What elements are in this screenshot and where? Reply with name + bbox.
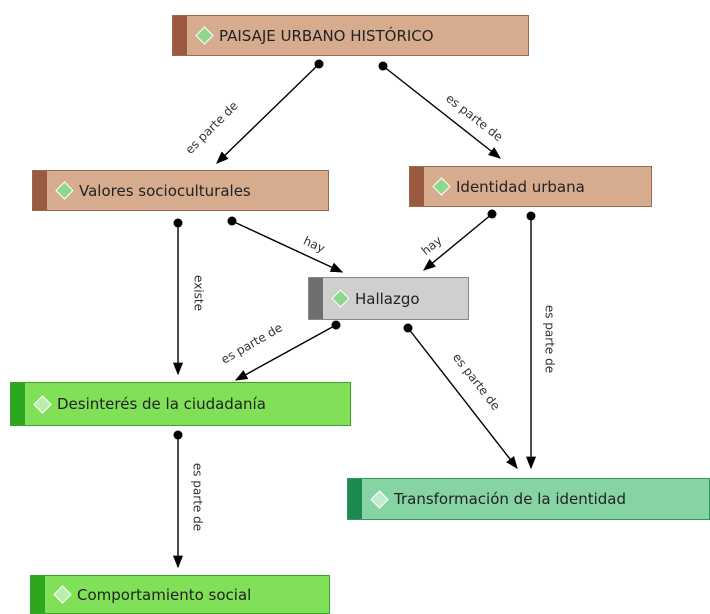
edge-source-dot — [314, 59, 324, 69]
edge-source-dot — [331, 320, 341, 330]
node-label: Transformación de la identidad — [394, 490, 627, 508]
node-bar — [31, 576, 45, 613]
diamond-icon — [33, 394, 52, 414]
node-label: Valores socioculturales — [79, 181, 251, 200]
diamond-icon — [370, 489, 389, 509]
node-label: Desinterés de la ciudadanía — [57, 395, 266, 413]
edge-label: existe — [192, 275, 206, 311]
edge-source-dot — [526, 211, 536, 221]
node-bar — [309, 278, 323, 319]
node-bar — [173, 16, 187, 55]
edge-paisaje-valores — [216, 63, 320, 164]
edge-identidad-hallazgo — [423, 213, 493, 271]
node-bar — [348, 479, 362, 519]
edge-label: es parte de — [450, 350, 503, 412]
edge-source-dot — [487, 209, 497, 219]
edge-source-dot — [227, 216, 237, 226]
diamond-icon — [432, 177, 451, 196]
node-label: Comportamiento social — [77, 585, 252, 604]
edge-label: es parte de — [219, 320, 285, 366]
edge-paisaje-identidad — [382, 65, 501, 159]
edge-label: es parte de — [191, 463, 205, 531]
edge-valores-hallazgo — [231, 220, 344, 273]
node-comportamiento[interactable]: Comportamiento social — [30, 575, 330, 614]
diamond-icon — [195, 26, 214, 45]
diamond-icon — [53, 585, 72, 604]
node-transformacion[interactable]: Transformación de la identidad — [347, 478, 710, 520]
node-label: Identidad urbana — [456, 177, 585, 196]
node-identidad[interactable]: Identidad urbana — [409, 166, 652, 207]
node-bar — [11, 383, 25, 425]
node-hallazgo[interactable]: Hallazgo — [308, 277, 469, 320]
edge-source-dot — [403, 323, 413, 333]
node-paisaje[interactable]: PAISAJE URBANO HISTÓRICO — [172, 15, 529, 56]
node-bar — [33, 171, 47, 210]
edge-label: es parte de — [543, 305, 557, 373]
node-label: Hallazgo — [355, 289, 420, 308]
edge-source-dot — [173, 430, 183, 440]
edge-hallazgo-desinteres — [234, 324, 337, 381]
node-label: PAISAJE URBANO HISTÓRICO — [219, 26, 434, 45]
edge-hallazgo-transformacion — [407, 327, 518, 469]
edge-label: hay — [419, 233, 445, 258]
edge-source-dot — [378, 61, 388, 71]
node-valores[interactable]: Valores socioculturales — [32, 170, 329, 211]
node-desinteres[interactable]: Desinterés de la ciudadanía — [10, 382, 351, 426]
edge-source-dot — [173, 218, 183, 228]
node-bar — [410, 167, 424, 206]
edge-label: es parte de — [443, 91, 505, 144]
diamond-icon — [55, 181, 74, 200]
edge-label: hay — [301, 234, 327, 256]
diamond-icon — [331, 289, 350, 308]
